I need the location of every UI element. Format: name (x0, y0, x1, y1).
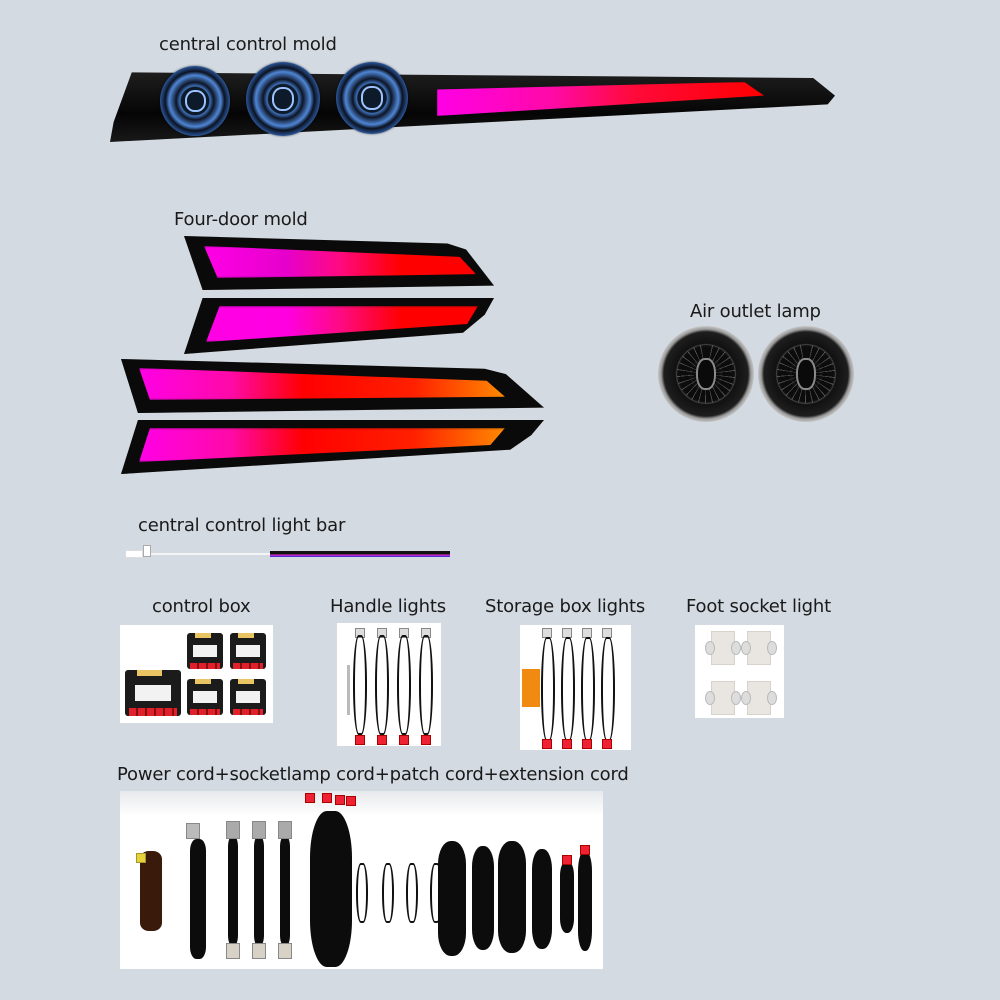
dash-vent-icon (336, 62, 408, 134)
light-bar-strip (270, 551, 450, 557)
handle-lights-label: Handle lights (330, 596, 446, 617)
foot-socket-lamp-icon (705, 631, 741, 665)
control-box-label: control box (152, 596, 251, 617)
socketlamp-cord (254, 836, 264, 946)
extension-cord (472, 846, 494, 950)
door-mold-rear-left (121, 359, 544, 413)
socketlamp-cord (190, 839, 206, 959)
central-control-light-bar-label: central control light bar (138, 515, 346, 536)
handle-lights-image (337, 623, 441, 746)
foot-socket-light-label: Foot socket light (686, 596, 831, 617)
foot-socket-lamp-icon (705, 681, 741, 715)
storage-box-lights-label: Storage box lights (485, 596, 646, 617)
extension-cord (578, 851, 592, 951)
storage-box-lights-image (520, 625, 631, 750)
cords-label: Power cord+socketlamp cord+patch cord+ex… (117, 764, 629, 785)
control-box-main-unit (125, 670, 181, 716)
patch-cord-loop (406, 863, 418, 923)
power-cord (140, 851, 162, 931)
socketlamp-cord (228, 836, 238, 946)
door-mold-front-left (184, 236, 494, 290)
light-bar-plug-icon (125, 550, 143, 558)
door-mold-rear-right (121, 420, 544, 474)
light-bar-connector-icon (143, 545, 151, 557)
patch-cord-loop (382, 863, 394, 923)
air-outlet-lamp-icon (758, 326, 854, 422)
foot-socket-lamp-icon (741, 681, 777, 715)
cords-image (120, 791, 603, 969)
control-box-door-unit (230, 679, 266, 715)
foot-socket-lamp-icon (741, 631, 777, 665)
extension-cord (498, 841, 526, 953)
control-box-door-unit (187, 679, 223, 715)
foot-socket-light-image (695, 625, 784, 718)
control-box-image (120, 625, 273, 723)
socketlamp-cord (280, 836, 290, 946)
central-control-mold-label: central control mold (159, 34, 337, 55)
patch-cord-harness (310, 811, 352, 967)
storage-box-light-module (522, 669, 540, 707)
extension-cord (532, 849, 552, 949)
air-outlet-lamp-label: Air outlet lamp (690, 301, 821, 322)
extension-cord (560, 861, 574, 933)
four-door-mold-label: Four-door mold (174, 209, 308, 230)
handle-light-tool (347, 665, 350, 715)
control-box-door-unit (187, 633, 223, 669)
light-bar-wire (125, 553, 273, 555)
dash-vent-icon (246, 62, 320, 136)
dash-vent-icon (160, 66, 230, 136)
patch-cord-loop (356, 863, 368, 923)
door-mold-front-right (184, 298, 494, 354)
control-box-door-unit (230, 633, 266, 669)
air-outlet-lamp-icon (658, 326, 754, 422)
extension-cord (438, 841, 466, 956)
